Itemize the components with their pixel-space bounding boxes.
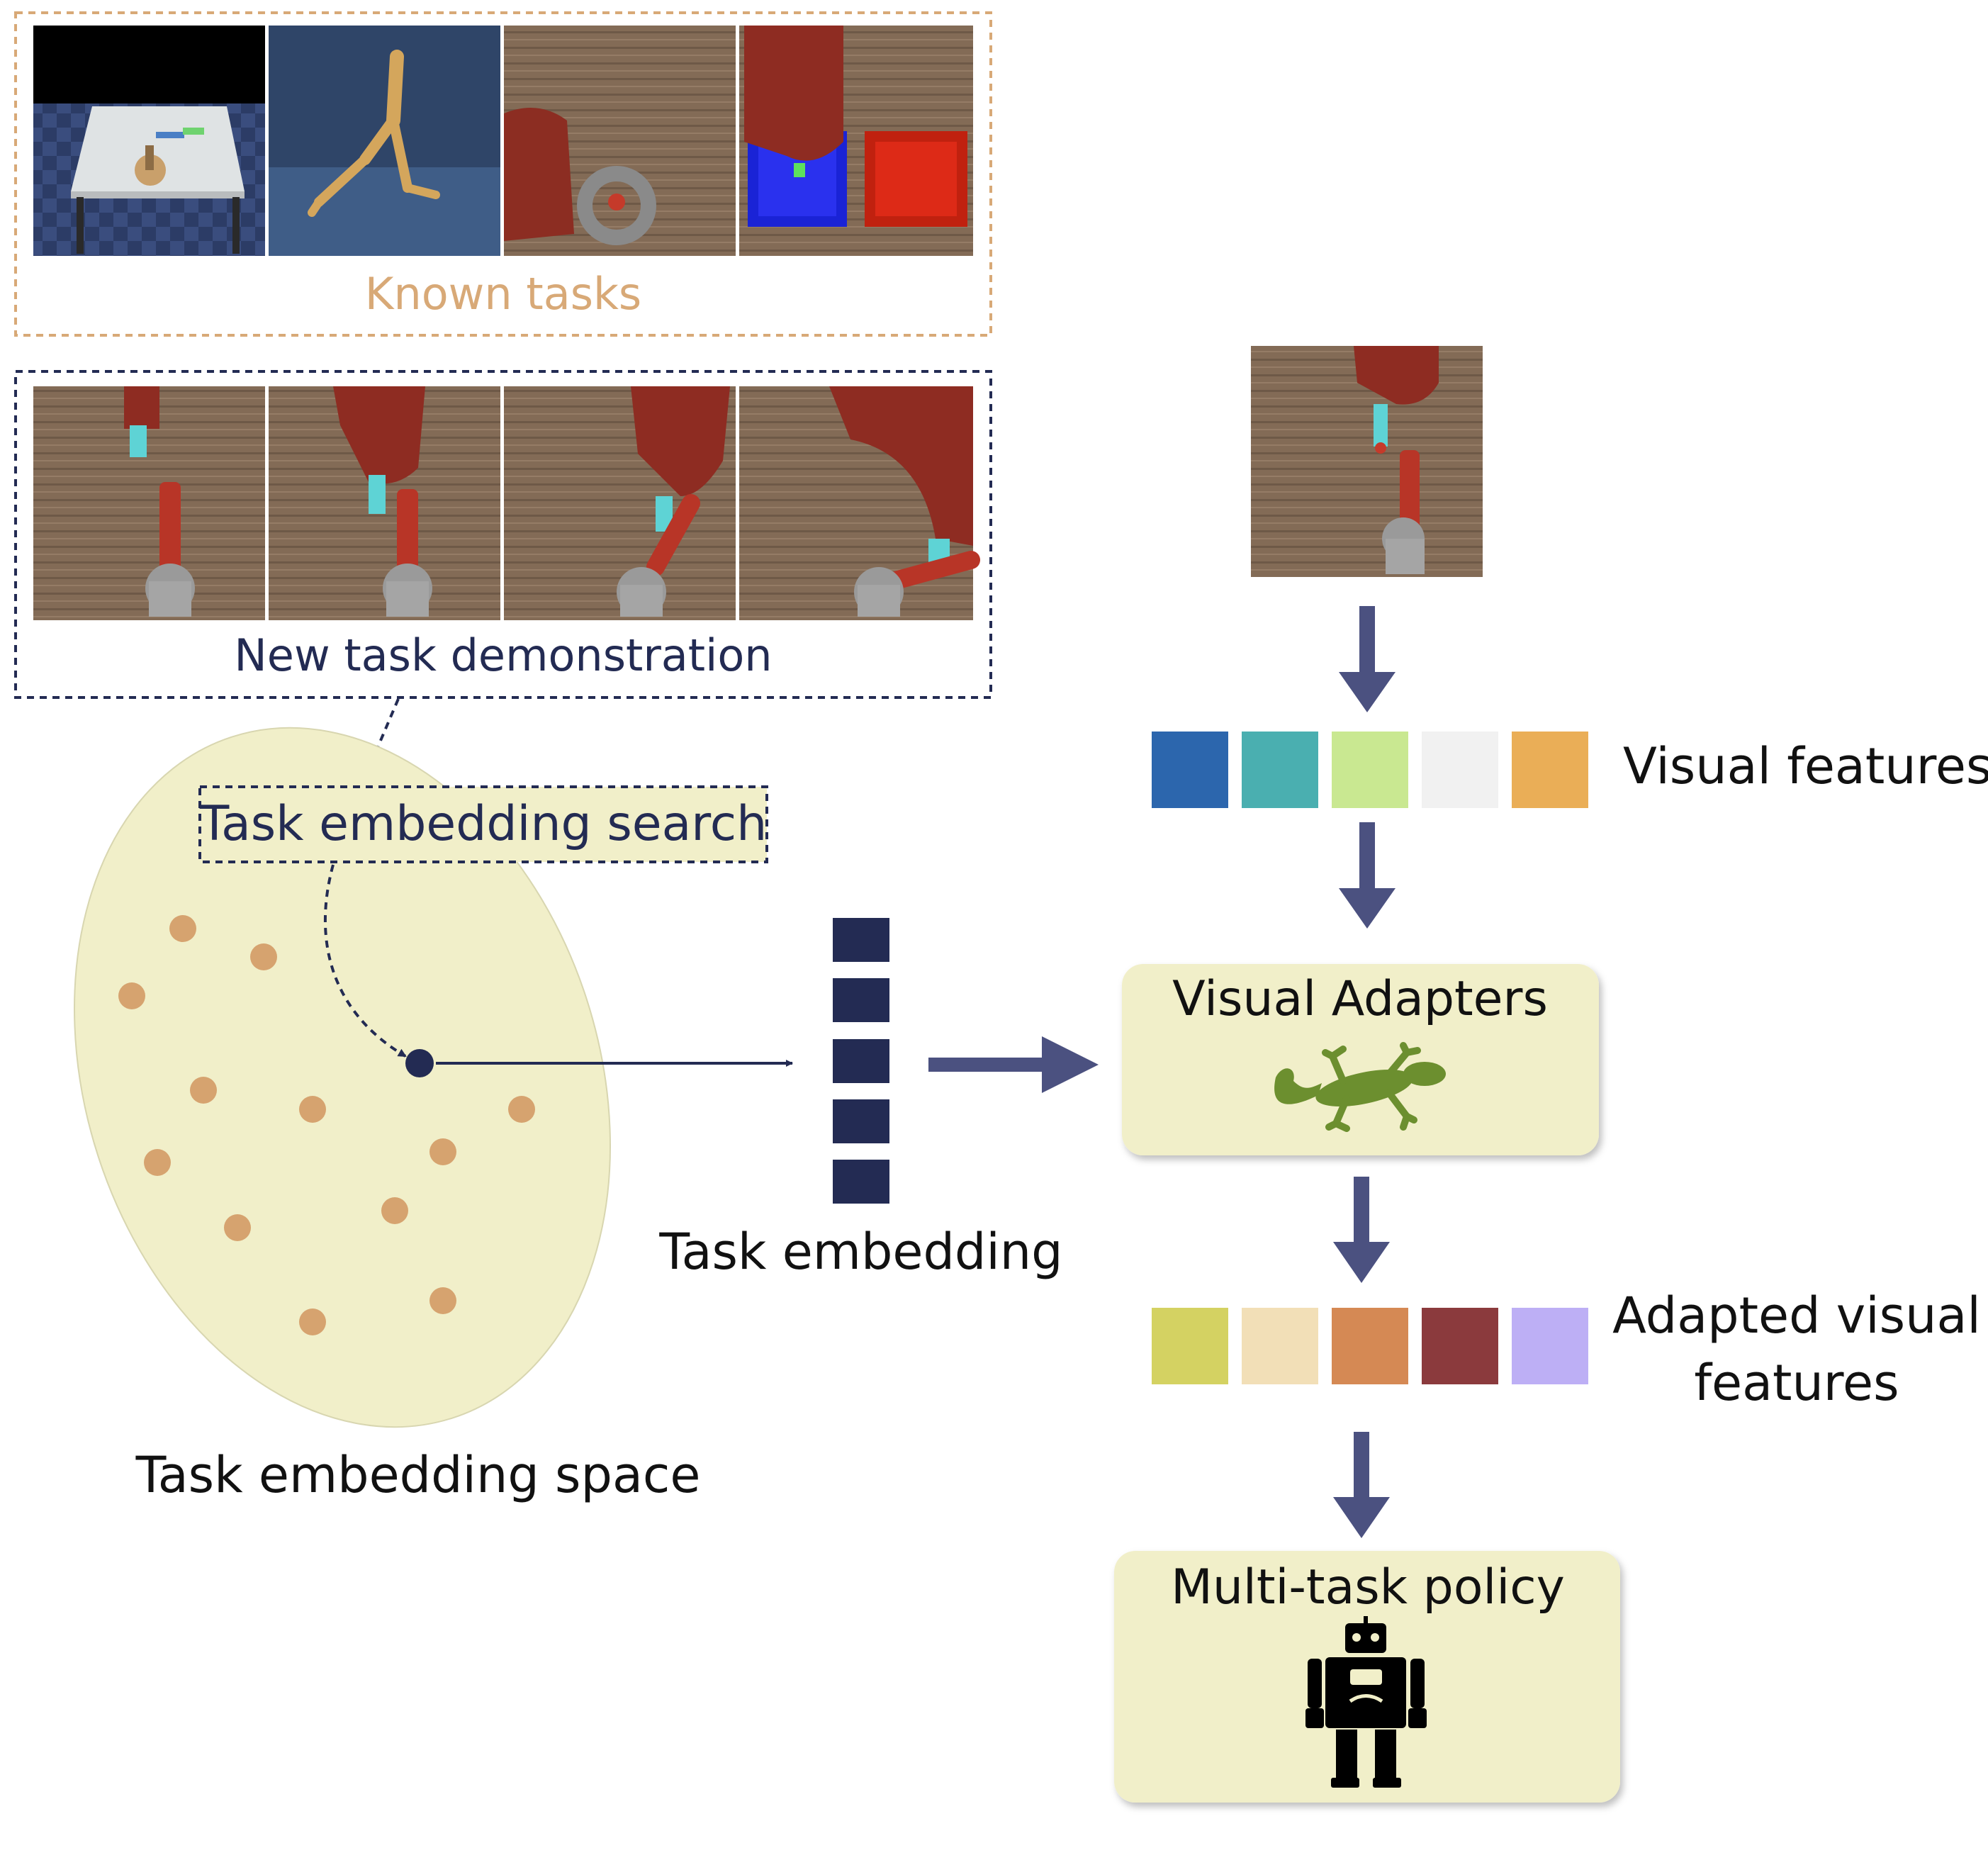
arrow-image-to-features [1339, 606, 1395, 712]
adapted-feature-cell [1332, 1308, 1408, 1384]
visual-feature-cell [1242, 732, 1318, 808]
adapted-feature-cell [1422, 1308, 1498, 1384]
search-path [323, 864, 407, 1058]
embedding-space-label: Task embedding space [135, 1446, 701, 1504]
embedding-space-ellipse [74, 727, 611, 1428]
new-task-frame [14, 370, 992, 699]
embedding-cell [833, 978, 889, 1022]
new-task-group: New task demonstration [14, 370, 992, 699]
embedding-dot [190, 1077, 217, 1104]
adapted-features-row [1152, 1308, 1588, 1384]
known-tasks-frame [14, 11, 992, 337]
embedding-dot [250, 943, 277, 970]
embedding-dot [429, 1138, 456, 1165]
embedding-dot [299, 1096, 326, 1123]
embedding-dots [118, 915, 535, 1335]
adapted-features-label-line2: features [1694, 1354, 1899, 1412]
known-tasks-group: Known tasks [14, 11, 992, 337]
embedding-space: Task embedding space [74, 727, 793, 1504]
adapted-feature-cell [1242, 1308, 1318, 1384]
embedding-cell [833, 918, 889, 962]
gecko-icon [1274, 1042, 1446, 1132]
visual-features-label: Visual features [1623, 737, 1988, 795]
task-embedding-label: Task embedding [658, 1223, 1062, 1281]
selected-embedding-point [405, 1049, 434, 1077]
visual-feature-cell [1512, 732, 1588, 808]
embedding-cell [833, 1039, 889, 1083]
visual-features-row [1152, 732, 1588, 808]
visual-adapters-label: Visual Adapters [1172, 971, 1548, 1027]
embedding-cell [833, 1160, 889, 1204]
adapted-features-label-line1: Adapted visual [1612, 1287, 1981, 1345]
visual-adapters-panel [1122, 964, 1599, 1155]
multi-task-policy-label: Multi-task policy [1171, 1559, 1565, 1615]
visual-feature-cell [1332, 732, 1408, 808]
embedding-dot [118, 982, 145, 1009]
visual-feature-cell [1152, 732, 1228, 808]
known-task-image-table [33, 26, 265, 256]
embedding-to-adapters-arrow [928, 1036, 1099, 1093]
search-label: Task embedding search [199, 796, 767, 852]
embedding-dot [169, 915, 196, 942]
arrow-features-to-adapters [1339, 822, 1395, 929]
embedding-dot [381, 1197, 408, 1224]
search-box: Task embedding search [198, 785, 768, 863]
embedding-dot [144, 1149, 171, 1176]
embedding-dot [429, 1287, 456, 1314]
visual-feature-cell [1422, 732, 1498, 808]
demo-frame-3 [504, 386, 736, 620]
arrow-adapted-to-policy [1333, 1432, 1390, 1538]
adapted-feature-cell [1152, 1308, 1228, 1384]
embedding-dot [299, 1308, 326, 1335]
adapted-feature-cell [1512, 1308, 1588, 1384]
embedding-dot [224, 1214, 251, 1241]
new-task-label: New task demonstration [234, 629, 772, 681]
robot-icon [1305, 1616, 1427, 1788]
demo-frame-4 [739, 386, 980, 620]
known-task-image-ring [504, 26, 736, 256]
demo-frame-2 [269, 386, 500, 620]
observation-image [1251, 346, 1483, 577]
arrow-adapters-to-adapted [1333, 1177, 1390, 1283]
known-tasks-label: Known tasks [365, 268, 641, 320]
demo-frame-1 [33, 386, 265, 620]
known-task-image-bins [739, 26, 973, 256]
embedding-dot [508, 1096, 535, 1123]
task-embedding-vector: Task embedding [658, 918, 1063, 1281]
known-task-image-walker [269, 26, 500, 256]
embedding-cell [833, 1099, 889, 1143]
